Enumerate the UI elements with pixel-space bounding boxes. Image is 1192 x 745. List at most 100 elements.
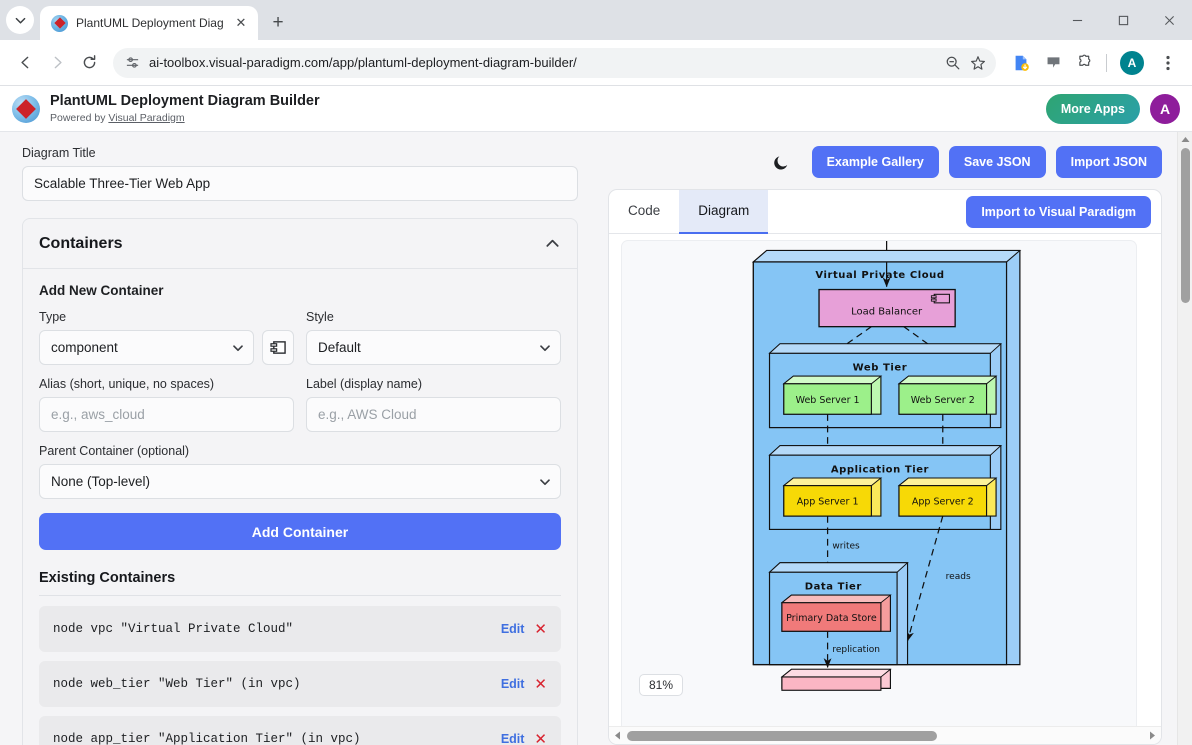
extensions-puzzle-icon[interactable] [1071, 49, 1099, 77]
type-controls: component [39, 330, 294, 365]
browser-tab[interactable]: PlantUML Deployment Diagram ✕ [40, 6, 258, 40]
example-gallery-button[interactable]: Example Gallery [811, 146, 939, 178]
label-input[interactable] [306, 397, 561, 432]
tab-search-area [0, 0, 40, 40]
diagram-horizontal-scrollbar[interactable] [609, 726, 1161, 744]
svg-text:Web Server 2: Web Server 2 [911, 395, 975, 406]
site-settings-icon[interactable] [125, 55, 140, 70]
forward-icon[interactable] [42, 48, 72, 78]
scroll-left-icon[interactable] [611, 731, 625, 740]
maximize-icon[interactable] [1100, 0, 1146, 40]
moon-icon[interactable] [768, 148, 796, 176]
type-select[interactable]: component [39, 330, 254, 365]
visual-paradigm-logo-icon [12, 94, 40, 123]
cast-tab-icon[interactable] [1039, 49, 1067, 77]
more-apps-button[interactable]: More Apps [1045, 93, 1140, 124]
url-text: ai-toolbox.visual-paradigm.com/app/plant… [149, 55, 577, 70]
user-avatar[interactable]: A [1150, 93, 1180, 124]
parent-container-select[interactable]: None (Top-level) [39, 464, 561, 499]
page-body: Diagram Title Containers Add New Contain… [0, 132, 1192, 745]
address-bar[interactable]: ai-toolbox.visual-paradigm.com/app/plant… [113, 47, 996, 78]
containers-card-header[interactable]: Containers [23, 219, 577, 269]
diagram-canvas[interactable]: Virtual Private Cloud Load Balancer [621, 240, 1137, 726]
scroll-up-icon[interactable] [1178, 132, 1192, 147]
svg-text:Virtual Private Cloud: Virtual Private Cloud [815, 270, 944, 281]
svg-text:reads: reads [946, 572, 971, 582]
visual-paradigm-link[interactable]: Visual Paradigm [108, 111, 185, 124]
delete-icon[interactable]: ✕ [534, 675, 547, 693]
zoom-out-icon[interactable] [945, 55, 961, 71]
svg-text:replication: replication [832, 645, 880, 655]
delete-icon[interactable]: ✕ [534, 620, 547, 638]
chrome-profile-avatar[interactable]: A [1120, 50, 1144, 75]
style-label: Style [306, 310, 334, 324]
tab-diagram[interactable]: Diagram [679, 190, 769, 234]
browser-tab-title: PlantUML Deployment Diagram [76, 16, 224, 30]
type-select-wrap: component [39, 330, 254, 365]
list-item[interactable]: node web_tier "Web Tier" (in vpc) Edit ✕ [39, 661, 561, 707]
back-icon[interactable] [10, 48, 40, 78]
svg-text:App Server 1: App Server 1 [797, 497, 859, 508]
reload-icon[interactable] [74, 48, 104, 78]
bookmark-star-icon[interactable] [970, 55, 986, 71]
chevron-up-icon[interactable] [544, 235, 561, 252]
import-to-visual-paradigm-button[interactable]: Import to Visual Paradigm [966, 195, 1151, 228]
tab-code[interactable]: Code [628, 203, 661, 218]
app-title-group: PlantUML Deployment Diagram Builder Powe… [50, 93, 1036, 124]
preview-tabs: Code Diagram Import to Visual Paradigm [609, 190, 1161, 234]
preview-panel: Code Diagram Import to Visual Paradigm [608, 189, 1162, 745]
edit-button[interactable]: Edit [500, 677, 525, 691]
svg-text:Web Tier: Web Tier [853, 362, 908, 373]
diagram-canvas-outer: Virtual Private Cloud Load Balancer [609, 234, 1161, 726]
window-controls [1054, 0, 1192, 40]
left-panel: Diagram Title Containers Add New Contain… [0, 132, 600, 745]
diagram-title-label: Diagram Title [22, 146, 96, 160]
type-field: Type component [39, 310, 294, 365]
app-header: PlantUML Deployment Diagram Builder Powe… [0, 86, 1192, 132]
svg-text:Data Tier: Data Tier [805, 581, 862, 592]
import-json-button[interactable]: Import JSON [1055, 146, 1162, 178]
alias-field: Alias (short, unique, no spaces) [39, 377, 294, 432]
minimize-icon[interactable] [1054, 0, 1100, 40]
page-vertical-scrollbar[interactable] [1177, 132, 1192, 745]
type-style-row: Type component [39, 310, 561, 365]
zoom-level-badge[interactable]: 81% [639, 674, 684, 696]
scroll-right-icon[interactable] [1145, 731, 1159, 740]
toolbar-divider [1106, 53, 1107, 72]
list-item[interactable]: node vpc "Virtual Private Cloud" Edit ✕ [39, 606, 561, 652]
hscroll-track[interactable] [625, 727, 1145, 744]
powered-by-prefix: Powered by [50, 111, 109, 124]
right-panel: Example Gallery Save JSON Import JSON Co… [600, 132, 1192, 745]
alias-label-row: Alias (short, unique, no spaces) Label (… [39, 377, 561, 432]
window-close-icon[interactable] [1146, 0, 1192, 40]
svg-text:Primary Data Store: Primary Data Store [786, 613, 877, 624]
svg-text:App Server 2: App Server 2 [912, 497, 974, 508]
new-tab-button[interactable]: + [272, 12, 284, 33]
tab-search-icon[interactable] [6, 6, 34, 34]
style-select[interactable]: Default [306, 330, 561, 365]
uml-component-icon-button[interactable] [262, 330, 294, 365]
container-code-text: node app_tier "Application Tier" (in vpc… [53, 732, 361, 745]
edit-button[interactable]: Edit [500, 732, 525, 745]
diagram-title-input[interactable] [22, 166, 578, 201]
add-container-button[interactable]: Add Container [39, 513, 561, 550]
alias-input[interactable] [39, 397, 294, 432]
alias-label: Alias (short, unique, no spaces) [39, 377, 215, 391]
label-label: Label (display name) [306, 377, 423, 391]
delete-icon[interactable]: ✕ [534, 730, 547, 745]
save-json-button[interactable]: Save JSON [948, 146, 1046, 178]
browser-toolbar: ai-toolbox.visual-paradigm.com/app/plant… [0, 40, 1192, 86]
list-item[interactable]: node app_tier "Application Tier" (in vpc… [39, 716, 561, 745]
close-icon[interactable]: ✕ [235, 15, 247, 30]
edit-button[interactable]: Edit [500, 622, 525, 636]
hscroll-thumb[interactable] [627, 731, 937, 741]
download-document-icon[interactable] [1007, 49, 1035, 77]
deployment-diagram-svg[interactable]: Virtual Private Cloud Load Balancer [622, 241, 1136, 726]
svg-text:writes: writes [832, 541, 860, 551]
browser-tab-strip: PlantUML Deployment Diagram ✕ + [0, 0, 1192, 40]
containers-heading: Containers [39, 234, 123, 252]
add-new-container-title: Add New Container [39, 283, 164, 298]
parent-select-wrap: None (Top-level) [39, 464, 561, 499]
chrome-menu-icon[interactable] [1154, 49, 1182, 77]
page-scroll-thumb[interactable] [1181, 148, 1190, 303]
